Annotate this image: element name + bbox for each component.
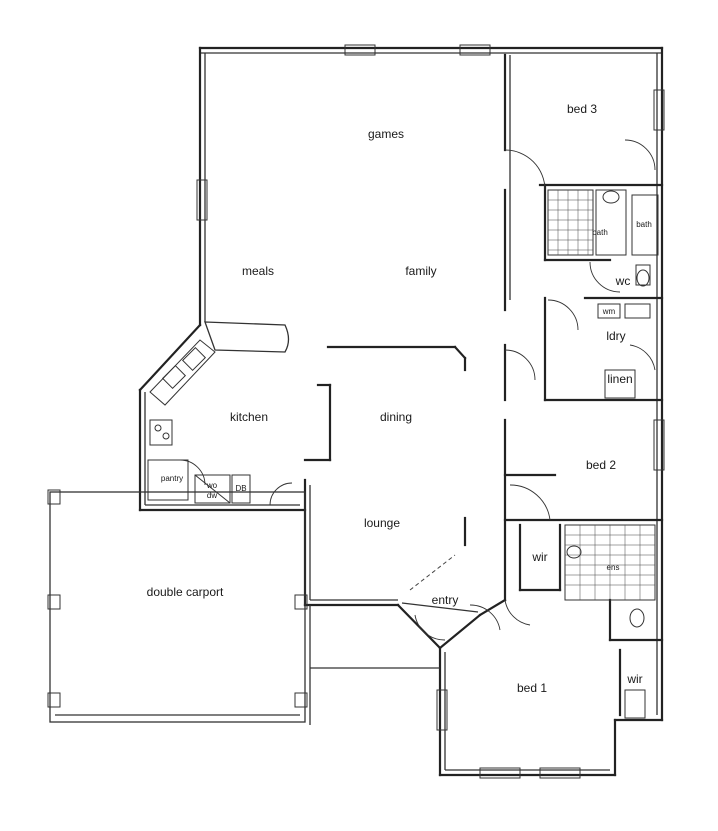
bath-fixtures: [504, 139, 659, 399]
room-label-wc: wc: [615, 274, 631, 288]
room-label-bed-1: bed 1: [517, 681, 547, 695]
room-label-games: games: [368, 127, 404, 141]
room-label-bed-2: bed 2: [586, 458, 616, 472]
room-label-ensuite: ens: [607, 563, 620, 572]
internal-walls: [303, 53, 664, 717]
room-label-wir: wir: [531, 550, 547, 564]
room-label-double-carport: double carport: [147, 585, 224, 599]
carport: [47, 489, 440, 725]
ensuite-fixtures: [504, 484, 656, 719]
room-label-wir-2: wir: [626, 672, 642, 686]
pantry-label: pantry: [161, 474, 183, 483]
window-marks: [196, 44, 665, 779]
distribution-board-label: DB: [235, 484, 246, 493]
room-label-bed-3: bed 3: [567, 102, 597, 116]
linen-cupboard-label: linen: [607, 372, 632, 386]
washing-machine-label: wm: [602, 307, 616, 316]
bath-tub-label: bath: [636, 220, 652, 229]
room-label-laundry: ldry: [606, 329, 625, 343]
room-label-family: family: [405, 264, 436, 278]
room-label-entry: entry: [432, 593, 459, 607]
room-label-meals: meals: [242, 264, 274, 278]
room-label-bath: bath: [592, 228, 608, 237]
room-label-kitchen: kitchen: [230, 410, 268, 424]
dishwasher-label: dw: [207, 491, 217, 500]
entry-details: [401, 554, 501, 641]
room-label-lounge: lounge: [364, 516, 400, 530]
room-label-dining: dining: [380, 410, 412, 424]
wall-oven-label: wo: [206, 481, 218, 490]
kitchen-fixtures: [147, 321, 293, 506]
